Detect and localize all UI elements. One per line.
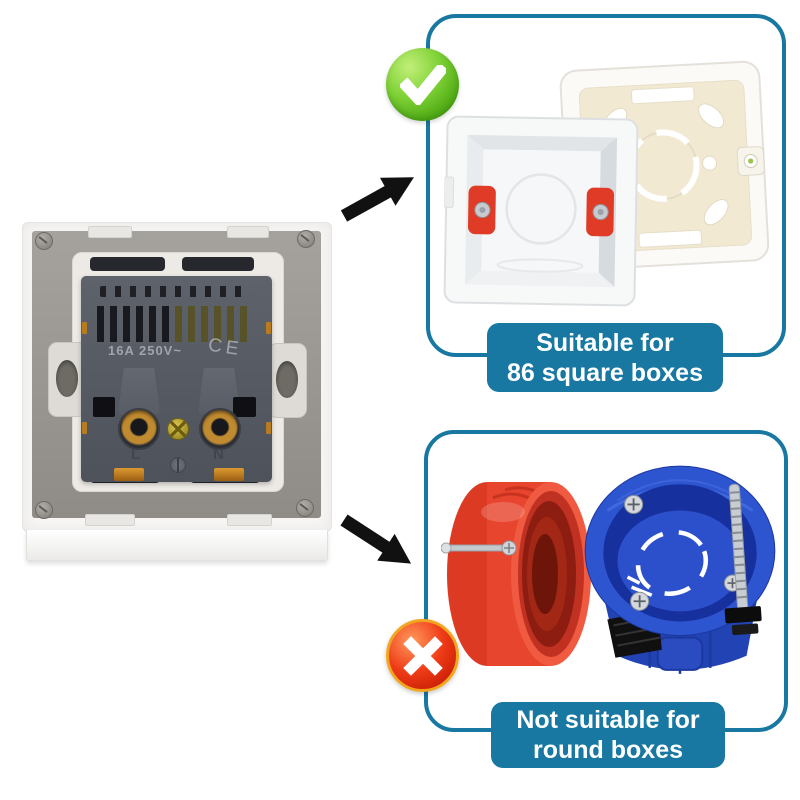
- terminal-l-label: L: [131, 446, 141, 463]
- vent-slots: [97, 306, 175, 342]
- check-icon: [386, 48, 459, 121]
- clamp-slot: [233, 397, 256, 417]
- mounting-ear-hole: [276, 361, 298, 398]
- mounting-ear-hole: [56, 360, 78, 397]
- unsuitable-label-line2: round boxes: [532, 736, 683, 764]
- x-icon: [386, 619, 459, 692]
- round-box-red-photo: [441, 482, 591, 666]
- bottom-screw-icon: [170, 457, 186, 473]
- red-clamp-icon: [467, 185, 615, 237]
- terminal-n-screw: [199, 408, 241, 450]
- corner-screw-icon: [297, 230, 315, 248]
- metal-screw-icon: [441, 540, 517, 556]
- brass-contact: [266, 322, 271, 334]
- plate-tab: [85, 514, 135, 526]
- brass-contact: [82, 422, 87, 434]
- socket-module: 16A 250V~ CE L N: [81, 276, 272, 482]
- unsuitable-label-line1: Not suitable for: [516, 706, 700, 734]
- round-box-blue-photo: [584, 465, 776, 674]
- brass-contact: [114, 468, 144, 481]
- clamp-slot: [93, 397, 115, 417]
- plate-tab: [227, 514, 272, 526]
- unsuitable-label: Not suitable for round boxes: [491, 702, 725, 768]
- vent-slots: [175, 306, 253, 342]
- arrow-down-right-icon: [340, 514, 412, 564]
- brass-contact: [266, 422, 271, 434]
- ce-mark: CE: [206, 334, 244, 361]
- plate-tab: [88, 226, 132, 238]
- arrow-up-right-icon: [340, 177, 414, 222]
- socket-bottom-edge: [26, 530, 328, 561]
- suitable-label-line1: Suitable for: [536, 328, 674, 357]
- terminal-shield: [118, 368, 160, 414]
- terminal-l-screw: [118, 408, 160, 450]
- surround-slot: [182, 257, 254, 271]
- suitable-label-line2: 86 square boxes: [507, 358, 703, 387]
- corner-screw-icon: [35, 232, 53, 250]
- brass-contact: [82, 322, 87, 334]
- square-box-open-photo: [443, 115, 639, 307]
- brass-contact: [214, 468, 244, 481]
- rating-label: 16A 250V~: [108, 343, 182, 358]
- wall-socket-back-photo: 16A 250V~ CE L N: [22, 222, 332, 567]
- terminal-n-label: N: [213, 446, 224, 463]
- plate-tab: [227, 226, 269, 238]
- suitable-label: Suitable for 86 square boxes: [487, 323, 723, 392]
- vent-slots: [100, 286, 250, 297]
- corner-screw-icon: [296, 499, 314, 517]
- ground-screw-icon: [167, 418, 189, 440]
- surround-slot: [90, 257, 165, 271]
- threaded-rod-icon: [724, 483, 762, 636]
- corner-screw-icon: [35, 501, 53, 519]
